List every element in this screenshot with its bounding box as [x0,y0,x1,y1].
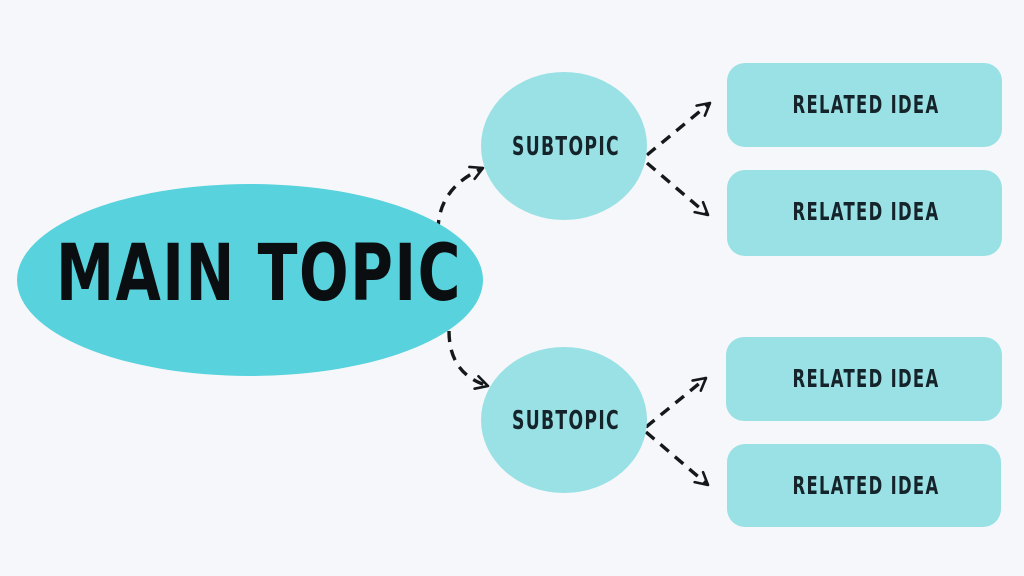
related-idea-1-label: RELATED IDEA [793,90,940,119]
related-idea-2-label: RELATED IDEA [793,197,940,226]
main-topic-node[interactable]: MAIN TOPIC [17,184,483,376]
connectors [436,101,712,487]
related-idea-node-2[interactable]: RELATED IDEA [727,170,1002,256]
subtopic-top-label: SUBTOPIC [512,132,620,162]
related-idea-1-shape [727,63,1002,147]
related-idea-4-label: RELATED IDEA [793,471,940,500]
connector-main-to-subtopic-top [436,165,485,232]
related-idea-3-label: RELATED IDEA [793,364,940,393]
connector-subtopic-bottom-to-idea-4 [644,430,710,487]
connector-subtopic-top-to-idea-1 [645,101,712,157]
connector-main-to-subtopic-bottom [447,330,490,390]
main-topic-shape [17,184,483,376]
connector-subtopic-bottom-to-idea-3 [644,376,708,429]
connector-subtopic-top-to-idea-2 [645,161,710,217]
subtopic-bottom-label: SUBTOPIC [512,406,620,436]
related-idea-node-3[interactable]: RELATED IDEA [726,337,1002,421]
subtopic-top-shape [481,72,647,220]
related-idea-4-shape [727,444,1001,527]
main-topic-label: MAIN TOPIC [56,229,462,319]
related-idea-node-4[interactable]: RELATED IDEA [727,444,1001,527]
subtopic-node-top[interactable]: SUBTOPIC [481,72,647,220]
related-idea-node-1[interactable]: RELATED IDEA [727,63,1002,147]
related-idea-3-shape [726,337,1002,421]
subtopic-node-bottom[interactable]: SUBTOPIC [481,347,647,493]
subtopic-bottom-shape [481,347,647,493]
related-idea-2-shape [727,170,1002,256]
